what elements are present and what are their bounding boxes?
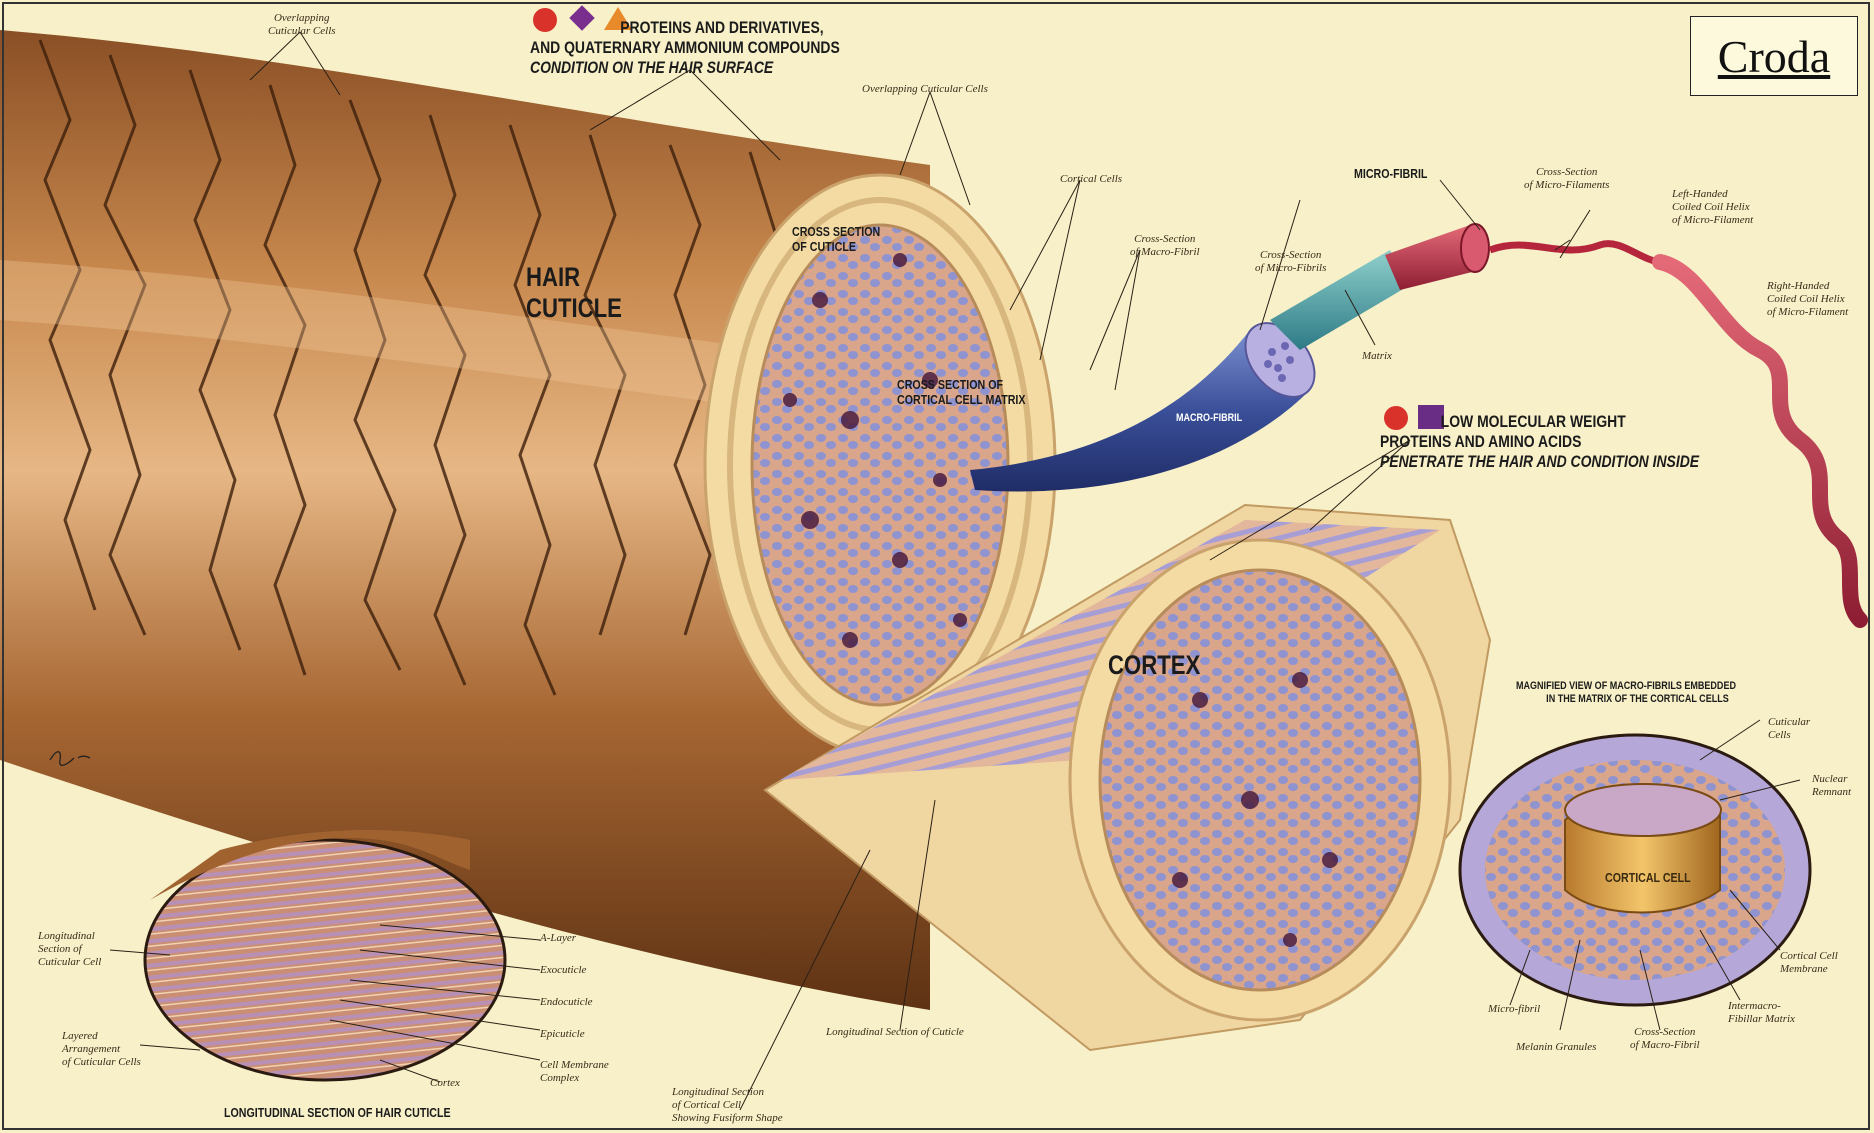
label-cross-section-micro-fibrils-2: of Micro-Fibrils [1255,262,1326,275]
label-cross-section-macro-fibril-1: Cross-Section [1130,233,1200,246]
label-cross-section-micro-filaments-2: of Micro-Filaments [1524,179,1609,192]
brand-box: Croda [1690,16,1858,96]
label-cell-membrane-complex: Cell Membrane Complex [540,1059,609,1085]
label-intermacro: Intermacro- Fibillar Matrix [1728,1000,1795,1026]
heading-micro-fibril: MICRO-FIBRIL [1354,166,1427,181]
label-cross-section-micro-fibrils: Cross-Section of Micro-Fibrils [1255,249,1326,275]
label-longitudinal-cortical-cell-2: of Cortical Cell [672,1099,783,1112]
heading-magnified-view: MAGNIFIED VIEW OF MACRO-FIBRILS EMBEDDED… [1516,680,1736,706]
label-cross-section-macro-fibril-2: of Macro-Fibril [1130,246,1200,259]
heading-cross-section-matrix: CROSS SECTION OF CORTICAL CELL MATRIX [897,377,1026,407]
label-micro-fibril-small: Micro-fibril [1488,1003,1540,1016]
label-cross-section-macro-fibril-2-1: Cross-Section [1630,1026,1700,1039]
label-overlapping-top: Overlapping Cuticular Cells [268,12,336,38]
callout-proteins: PROTEINS AND DERIVATIVES, AND QUATERNARY… [530,18,840,78]
label-right-handed-1: Right-Handed [1767,280,1848,293]
label-longitudinal-cortical-cell: Longitudinal Section of Cortical Cell Sh… [672,1086,783,1125]
heading-macro-fibril: MACRO-FIBRIL [1176,412,1242,425]
label-right-handed-3: of Micro-Filament [1767,306,1848,319]
label-endocuticle: Endocuticle [540,996,593,1009]
heading-magnified-view-2: IN THE MATRIX OF THE CORTICAL CELLS [1539,693,1736,706]
label-cross-section-macro-fibril: Cross-Section of Macro-Fibril [1130,233,1200,259]
label-intermacro-2: Fibillar Matrix [1728,1013,1795,1026]
label-cortical-cell-membrane-2: Membrane [1780,963,1838,976]
heading-cross-section-cuticle: CROSS SECTION OF CUTICLE [792,224,880,254]
label-left-handed-2: Coiled Coil Helix [1672,201,1753,214]
label-left-handed: Left-Handed Coiled Coil Helix of Micro-F… [1672,188,1753,227]
label-left-handed-3: of Micro-Filament [1672,214,1753,227]
label-cuticular-cells-1: Cuticular [1768,716,1810,729]
label-intermacro-1: Intermacro- [1728,1000,1795,1013]
label-cuticular-cells-2: Cells [1768,729,1810,742]
heading-magnified-view-1: MAGNIFIED VIEW OF MACRO-FIBRILS EMBEDDED [1516,680,1736,693]
label-nuclear-remnant: Nuclear Remnant [1812,773,1851,799]
heading-cortex: CORTEX [1108,650,1200,681]
label-layered-arrangement-1: Layered [62,1030,141,1043]
label-left-handed-1: Left-Handed [1672,188,1753,201]
callout-low-molecular: LOW MOLECULAR WEIGHT PROTEINS AND AMINO … [1380,412,1699,472]
callout-proteins-line2: AND QUATERNARY AMMONIUM COMPOUNDS [530,38,840,58]
heading-hair-cuticle: HAIR CUTICLE [526,262,622,324]
heading-cuticle: CUTICLE [526,293,622,324]
label-epicuticle: Epicuticle [540,1028,585,1041]
callout-low-molecular-line3: PENETRATE THE HAIR AND CONDITION INSIDE [1380,452,1699,472]
label-nuclear-remnant-2: Remnant [1812,786,1851,799]
label-cortical-cell-membrane-1: Cortical Cell [1780,950,1838,963]
label-a-layer: A-Layer [540,932,576,945]
heading-cross-section-cuticle-1: CROSS SECTION [792,224,880,239]
label-exocuticle: Exocuticle [540,964,586,977]
label-right-handed: Right-Handed Coiled Coil Helix of Micro-… [1767,280,1848,319]
heading-cortical-cell: CORTICAL CELL [1605,870,1691,885]
label-overlapping-top-2: Cuticular Cells [268,25,336,38]
label-overlapping-top-1: Overlapping [268,12,336,25]
label-cell-membrane-complex-1: Cell Membrane [540,1059,609,1072]
label-layered-arrangement-2: Arrangement [62,1043,141,1056]
callout-proteins-line3: CONDITION ON THE HAIR SURFACE [530,58,840,78]
label-cortical-cells: Cortical Cells [1060,173,1122,186]
callout-proteins-line1: PROTEINS AND DERIVATIVES, [620,18,840,38]
label-cell-membrane-complex-2: Complex [540,1072,609,1085]
label-layered-arrangement-3: of Cuticular Cells [62,1056,141,1069]
label-cortex-small: Cortex [430,1077,460,1090]
label-overlapping-mid: Overlapping Cuticular Cells [862,83,988,96]
label-longitudinal-cortical-cell-1: Longitudinal Section [672,1086,783,1099]
label-longitudinal-cuticular-cell: Longitudinal Section of Cuticular Cell [38,930,101,969]
label-matrix: Matrix [1362,350,1392,363]
label-longitudinal-cortical-cell-3: Showing Fusiform Shape [672,1112,783,1125]
label-cross-section-micro-filaments: Cross-Section of Micro-Filaments [1524,166,1609,192]
label-right-handed-2: Coiled Coil Helix [1767,293,1848,306]
label-layered-arrangement: Layered Arrangement of Cuticular Cells [62,1030,141,1069]
label-longitudinal-cuticular-cell-2: Section of [38,943,101,956]
heading-cross-section-matrix-2: CORTICAL CELL MATRIX [897,392,1026,407]
callout-low-molecular-line2: PROTEINS AND AMINO ACIDS [1380,432,1699,452]
heading-cross-section-matrix-1: CROSS SECTION OF [897,377,1026,392]
label-nuclear-remnant-1: Nuclear [1812,773,1851,786]
label-cross-section-macro-fibril-2-2: of Macro-Fibril [1630,1039,1700,1052]
heading-cross-section-cuticle-2: OF CUTICLE [792,239,880,254]
label-melanin-granules: Melanin Granules [1516,1041,1596,1054]
heading-hair: HAIR [526,262,622,293]
label-cross-section-micro-fibrils-1: Cross-Section [1255,249,1326,262]
label-cuticular-cells: Cuticular Cells [1768,716,1810,742]
callout-low-molecular-line1: LOW MOLECULAR WEIGHT [1441,412,1699,432]
label-cortical-cell-membrane: Cortical Cell Membrane [1780,950,1838,976]
heading-longitudinal-section: LONGITUDINAL SECTION OF HAIR CUTICLE [224,1105,451,1120]
label-cross-section-macro-fibril-2: Cross-Section of Macro-Fibril [1630,1026,1700,1052]
label-longitudinal-cuticular-cell-3: Cuticular Cell [38,956,101,969]
label-longitudinal-cuticle: Longitudinal Section of Cuticle [826,1026,964,1039]
label-cross-section-micro-filaments-1: Cross-Section [1524,166,1609,179]
label-longitudinal-cuticular-cell-1: Longitudinal [38,930,101,943]
